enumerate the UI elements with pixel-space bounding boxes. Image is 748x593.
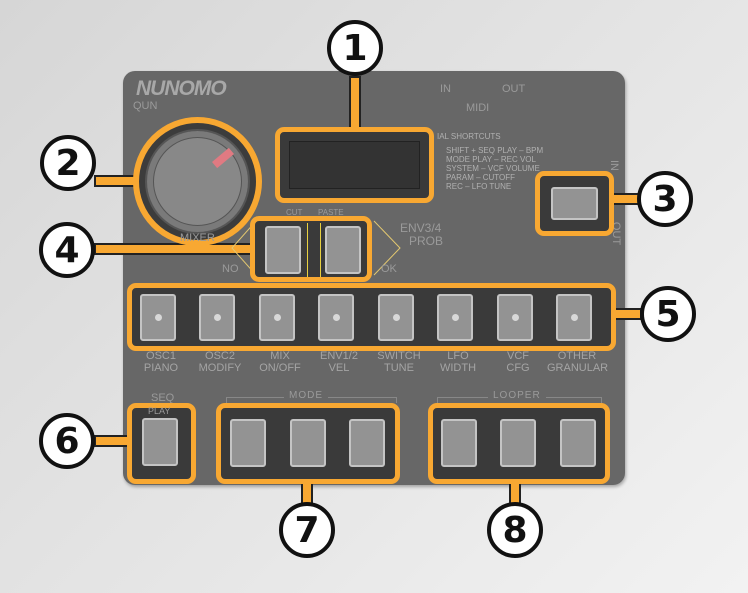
mode-label: MODE (284, 391, 328, 401)
param-top: MIX (270, 350, 290, 362)
mode-group-highlight (216, 403, 400, 484)
cut-label: CUT (286, 208, 303, 217)
callout-badge-8: 8 (487, 502, 543, 558)
param-button-osc1[interactable] (140, 294, 176, 341)
lcd-screen (289, 141, 420, 189)
seq-label: SEQ (151, 392, 175, 404)
play-label: PLAY (148, 406, 171, 416)
shift-button-highlight (535, 171, 614, 236)
mode-button-system[interactable] (290, 419, 326, 467)
callout-line-1 (349, 76, 361, 130)
nav-highlight (250, 216, 372, 282)
shortcut-line: SYSTEM – VCF VOLUME (446, 164, 540, 173)
looper-button-play[interactable] (500, 419, 536, 467)
ok-button[interactable] (325, 226, 361, 274)
param-button-switch[interactable] (378, 294, 414, 341)
callout-line-6 (94, 435, 130, 447)
model-label: QUN (133, 100, 158, 112)
mode-button-play[interactable] (230, 419, 266, 467)
midi-in-label: IN (440, 83, 451, 95)
param-button-mix[interactable] (259, 294, 295, 341)
param-button-osc2[interactable] (199, 294, 235, 341)
paste-label: PASTE (318, 208, 344, 217)
callout-badge-2: 2 (40, 135, 96, 191)
callout-badge-4: 4 (39, 222, 95, 278)
main-knob[interactable] (133, 117, 262, 246)
param-bottom: TUNE (384, 362, 414, 374)
seq-play-highlight: PLAY (127, 403, 196, 484)
param-top: SWITCH (377, 350, 421, 362)
param-bottom: PIANO (143, 362, 179, 374)
callout-badge-3: 3 (637, 171, 693, 227)
env34-label: ENV3/4 (400, 221, 442, 235)
param-button-env12[interactable] (318, 294, 354, 341)
param-bottom: GRANULAR (547, 362, 609, 374)
param-button-other[interactable] (556, 294, 592, 341)
mixer-label: MIXER (180, 232, 215, 244)
shortcuts-title: IAL SHORTCUTS (437, 132, 501, 141)
looper-button-rec[interactable] (441, 419, 477, 467)
param-top: OSC2 (205, 350, 235, 362)
param-bottom: CFG (506, 362, 530, 374)
midi-label: MIDI (466, 102, 490, 114)
param-row-highlight (127, 283, 616, 351)
nav-arrows (231, 220, 401, 276)
display-highlight (275, 127, 434, 203)
no-label: NO (222, 263, 239, 275)
prob-label: PROB (409, 234, 444, 248)
no-button[interactable] (265, 226, 301, 274)
looper-label: LOOPER (488, 391, 546, 401)
param-top: OTHER (557, 350, 597, 362)
param-button-vcf[interactable] (497, 294, 533, 341)
seq-play-button[interactable] (142, 418, 178, 466)
param-top: OSC1 (146, 350, 176, 362)
shortcut-line: PARAM – CUTOFF (446, 173, 516, 182)
shortcut-line: SHIFT + SEQ PLAY – BPM (446, 146, 544, 155)
param-bottom: ON/OFF (259, 362, 301, 374)
callout-badge-5: 5 (640, 286, 696, 342)
param-top: LFO (447, 350, 469, 362)
audio-in-label: IN (608, 160, 620, 171)
param-button-lfo[interactable] (437, 294, 473, 341)
shift-button[interactable] (551, 187, 598, 220)
callout-badge-1: 1 (327, 20, 383, 76)
looper-group-highlight (428, 403, 610, 484)
midi-out-label: OUT (502, 83, 526, 95)
param-bottom: WIDTH (439, 362, 477, 374)
param-top: VCF (507, 350, 529, 362)
brand-logo: NUNOMO (136, 77, 227, 100)
ok-label: OK (381, 263, 397, 275)
shortcut-line: REC – LFO TUNE (446, 182, 512, 191)
param-top: ENV1/2 (320, 350, 358, 362)
param-bottom: VEL (328, 362, 350, 374)
looper-button-stop[interactable] (560, 419, 596, 467)
callout-line-5 (612, 308, 642, 320)
callout-line-2 (94, 175, 136, 187)
mode-button-param[interactable] (349, 419, 385, 467)
shortcut-line: MODE PLAY – REC VOL (446, 155, 536, 164)
param-bottom: MODIFY (198, 362, 242, 374)
callout-badge-7: 7 (279, 502, 335, 558)
callout-badge-6: 6 (39, 413, 95, 469)
